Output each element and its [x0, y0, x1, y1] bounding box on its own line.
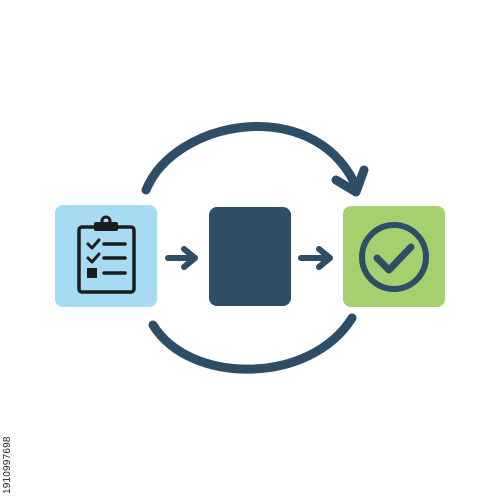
watermark-id-text: 1910997698 [2, 436, 13, 494]
cycle-top-arrow [141, 121, 369, 197]
watermark-id: 1910997698 [2, 384, 13, 494]
arrow-right-icon [298, 246, 333, 270]
document-node [209, 207, 291, 306]
arrow-right-icon [165, 246, 198, 270]
checklist-node [55, 205, 157, 307]
clipboard-checklist-icon [77, 215, 136, 294]
approved-node [343, 206, 445, 307]
cycle-bottom-arc [148, 313, 357, 374]
check-circle-icon [359, 222, 429, 292]
